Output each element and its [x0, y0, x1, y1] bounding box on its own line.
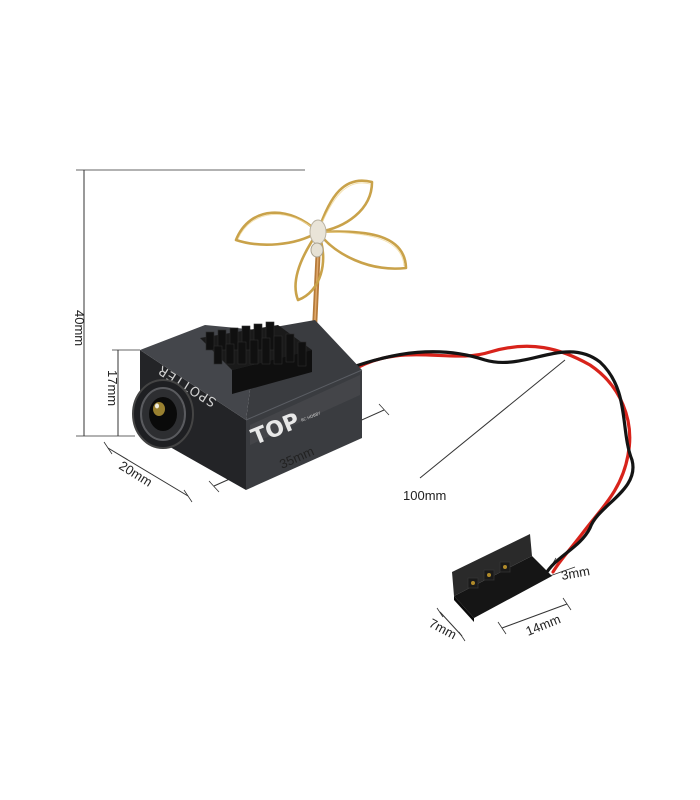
- servo-connector-icon: [452, 534, 552, 622]
- dim-connector-width: 14mm: [524, 611, 563, 638]
- dim-height-body: 17mm: [105, 370, 120, 406]
- dim-connector-thickness: 3mm: [560, 563, 591, 583]
- twisted-cable: [348, 344, 635, 577]
- dim-cable-length: 100mm: [403, 488, 446, 503]
- dim-connector-height: 7mm: [427, 615, 460, 642]
- dim-height-total: 40mm: [72, 310, 87, 346]
- antenna-icon: [234, 179, 408, 341]
- dim-width: 20mm: [116, 458, 155, 490]
- heatsink-icon: [200, 321, 312, 394]
- camera-lens-icon: [132, 379, 194, 449]
- transmitter-body: SPOTTER TOP RC HOBBY: [132, 320, 363, 490]
